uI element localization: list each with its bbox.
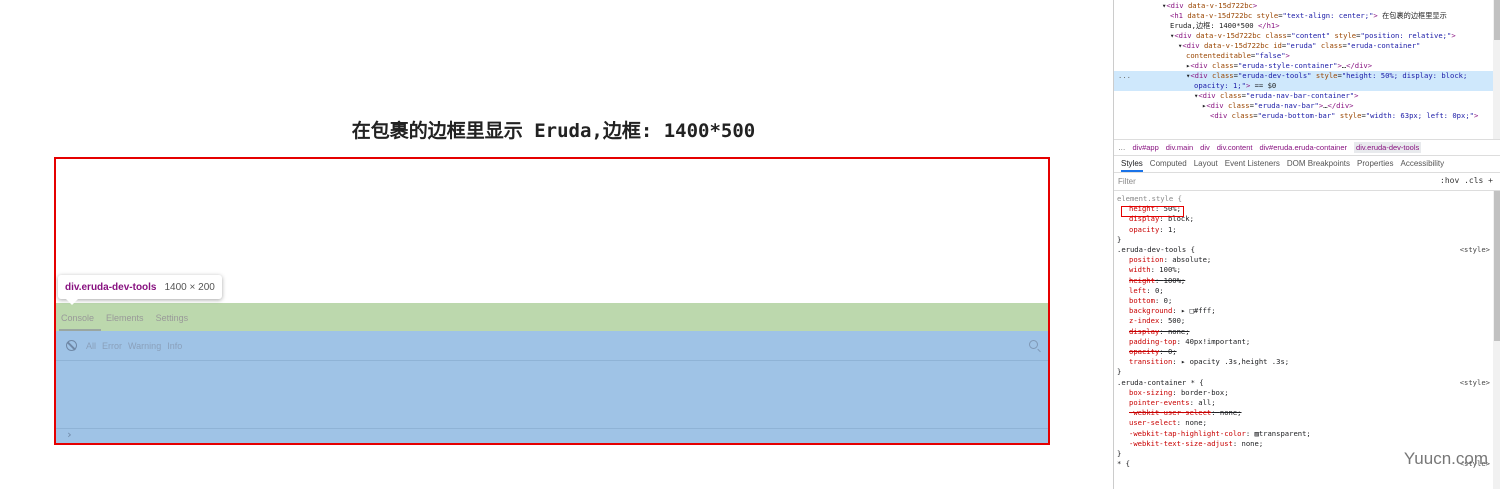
dom-node-line[interactable]: ▾<div class="eruda-nav-bar-container"> <box>1194 91 1359 100</box>
style-rule-line[interactable]: } <box>1117 367 1122 377</box>
styles-pane[interactable]: element.style {height: 50%;display: bloc… <box>1114 191 1494 489</box>
subtab-dom-breakpoints[interactable]: DOM Breakpoints <box>1286 159 1351 168</box>
styles-filter-bar: Filter :hov .cls + <box>1114 173 1500 191</box>
page-title: 在包裹的边框里显示 Eruda,边框: 1400*500 <box>351 120 756 142</box>
dom-node-line[interactable]: <div class="eruda-bottom-bar" style="wid… <box>1210 111 1479 120</box>
dom-node-line[interactable]: ▾<div data-v-15d722bc class="content" st… <box>1170 31 1456 40</box>
eruda-bottom-bar <box>59 329 101 331</box>
style-rule-line[interactable]: background: ▸ □#fff; <box>1129 306 1216 316</box>
prompt-icon: › <box>66 428 73 441</box>
style-rule-line[interactable]: element.style { <box>1117 194 1182 203</box>
style-rule-line[interactable]: .eruda-dev-tools {<style> <box>1117 245 1490 254</box>
style-rule-line[interactable]: left: 0; <box>1129 285 1164 295</box>
filter-info[interactable]: Info <box>167 340 183 351</box>
tooltip-element-size: 1400 × 200 <box>164 281 215 293</box>
breadcrumb-item[interactable]: div.eruda-dev-tools <box>1354 142 1422 153</box>
subtab-computed[interactable]: Computed <box>1149 159 1187 168</box>
eruda-dev-tools: Console Elements Settings All Error Warn… <box>56 303 1048 443</box>
subtab-accessibility[interactable]: Accessibility <box>1400 159 1445 168</box>
filter-warning[interactable]: Warning <box>128 340 162 351</box>
style-rule-line[interactable]: pointer-events: all; <box>1129 398 1216 407</box>
elements-scrollbar[interactable] <box>1493 0 1500 139</box>
filter-all[interactable]: All <box>86 340 97 351</box>
breadcrumb-item[interactable]: div.content <box>1216 143 1253 152</box>
element-tooltip: div.eruda-dev-tools 1400 × 200 <box>58 275 222 299</box>
style-rule-line[interactable]: -webkit-user-select: none; <box>1129 408 1242 418</box>
dom-node-line[interactable]: ▾<div data-v-15d722bc> <box>1162 1 1258 10</box>
style-rule-line[interactable]: padding-top: 40px!important; <box>1129 336 1251 346</box>
style-rule-line[interactable]: width: 100%; <box>1129 265 1181 275</box>
dom-node-line[interactable]: ▸<div class="eruda-style-container">…</d… <box>1186 61 1373 70</box>
style-rule-line[interactable]: .eruda-container * {<style> <box>1117 377 1490 387</box>
style-rule-line[interactable]: user-select: none; <box>1129 418 1207 428</box>
height-highlight-box <box>1121 206 1184 217</box>
dom-node-line[interactable]: ▸<div class="eruda-nav-bar">…</div> <box>1202 101 1354 110</box>
style-rule-line[interactable]: display: none; <box>1129 326 1190 336</box>
filter-error[interactable]: Error <box>102 340 123 351</box>
tab-console[interactable]: Console <box>61 313 95 323</box>
style-rule-line[interactable]: bottom: 0; <box>1129 296 1173 305</box>
eruda-nav-bar: Console Elements Settings <box>56 303 1048 331</box>
dom-node-line[interactable]: ▾<div class="eruda-dev-tools" style="hei… <box>1114 71 1500 81</box>
style-rule-line[interactable]: display: block; <box>1129 214 1194 224</box>
style-rule-line[interactable]: * {<style> <box>1117 459 1490 469</box>
dom-node-line[interactable]: opacity: 1;"> == $0 <box>1114 81 1500 91</box>
subtab-properties[interactable]: Properties <box>1357 159 1394 168</box>
styles-subtabs: Styles Computed Layout Event Listeners DOM B… <box>1114 155 1500 173</box>
style-rule-line[interactable]: opacity: 1; <box>1129 224 1177 234</box>
style-rule-line[interactable]: opacity: 0; <box>1129 347 1177 356</box>
eruda-console-panel: All Error Warning Info › <box>56 331 1048 443</box>
styles-filter-input[interactable]: Filter <box>1118 177 1136 186</box>
styles-filter-tools[interactable]: :hov .cls + <box>1440 176 1493 185</box>
elements-tree[interactable]: ▾<div data-v-15d722bc><h1 data-v-15d722b… <box>1114 0 1500 139</box>
style-rule-line[interactable]: -webkit-text-size-adjust: none; <box>1129 438 1264 448</box>
tooltip-arrow <box>66 299 78 305</box>
search-icon[interactable] <box>1029 340 1038 349</box>
console-input[interactable]: › <box>56 428 1048 443</box>
tab-elements[interactable]: Elements <box>106 313 144 323</box>
dom-node-line[interactable]: contenteditable="false"> <box>1186 51 1290 60</box>
tab-settings[interactable]: Settings <box>155 313 189 323</box>
style-rule-line[interactable]: transition: ▸ opacity .3s,height .3s; <box>1129 357 1290 367</box>
dom-node-line[interactable]: <h1 data-v-15d722bc style="text-align: c… <box>1170 11 1447 20</box>
style-rule-line[interactable]: z-index: 500; <box>1129 316 1186 326</box>
watermark: Yuucn.com <box>1403 449 1488 468</box>
breadcrumb-item[interactable]: div#eruda.eruda-container <box>1259 143 1348 152</box>
style-rule-line[interactable]: position: absolute; <box>1129 255 1212 265</box>
chrome-devtools-panel: ▾<div data-v-15d722bc><h1 data-v-15d722b… <box>1113 0 1500 489</box>
subtab-layout[interactable]: Layout <box>1193 159 1218 168</box>
dom-node-line[interactable]: ▾<div data-v-15d722bc id="eruda" class="… <box>1178 41 1421 50</box>
style-rule-line[interactable]: } <box>1117 234 1122 244</box>
breadcrumb-more[interactable]: … <box>1118 143 1126 152</box>
breadcrumb-item[interactable]: div <box>1200 143 1210 152</box>
breadcrumb-item[interactable]: div#app <box>1132 143 1159 152</box>
console-toolbar: All Error Warning Info <box>56 331 1048 361</box>
style-rule-line[interactable]: box-sizing: border-box; <box>1129 387 1229 397</box>
styles-scrollbar[interactable] <box>1493 191 1500 489</box>
subtab-styles[interactable]: Styles <box>1121 159 1143 172</box>
dom-node-line[interactable]: Eruda,边框: 1400*500 </h1> <box>1170 21 1280 30</box>
tooltip-element-name: div.eruda-dev-tools <box>65 281 157 293</box>
breadcrumb: … div#app div.main div div.content div#eruda… <box>1114 139 1500 156</box>
style-rule-line[interactable]: height: 50%; <box>1129 204 1181 214</box>
clear-console-icon[interactable] <box>66 340 77 351</box>
breadcrumb-item[interactable]: div.main <box>1165 143 1194 152</box>
style-rule-line[interactable]: } <box>1117 449 1122 458</box>
style-rule-line[interactable]: height: 100%; <box>1129 275 1186 285</box>
subtab-event-listeners[interactable]: Event Listeners <box>1224 159 1280 168</box>
style-rule-line[interactable]: -webkit-tap-highlight-color: ▨transparen… <box>1129 428 1311 438</box>
